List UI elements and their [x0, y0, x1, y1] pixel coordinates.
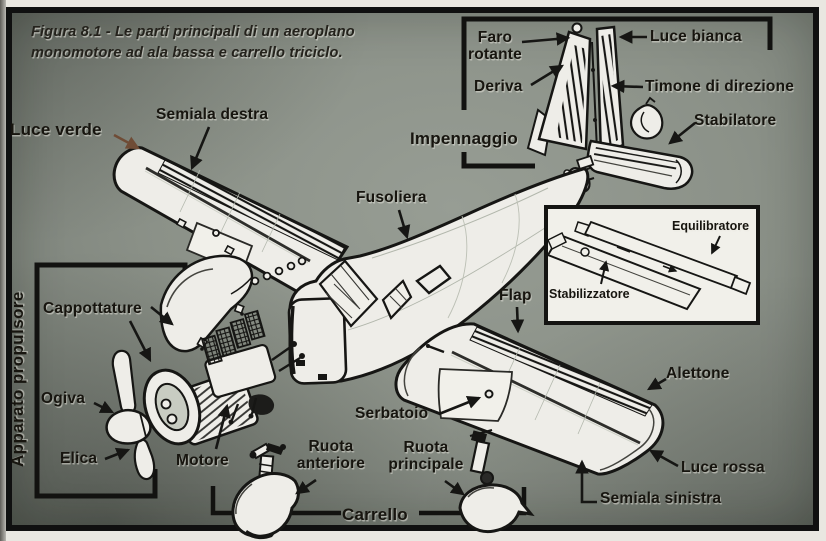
arrow-luce-rossa — [648, 449, 679, 468]
arrow-flap — [510, 306, 525, 334]
nose-wheel-fairing — [231, 472, 300, 538]
main-gear — [458, 428, 535, 534]
arrow-ruota-principale — [444, 479, 465, 496]
wing-root-lightening-holes — [250, 256, 307, 286]
label-semiala-sinistra: Semiala sinistra — [600, 490, 722, 507]
left-wing — [394, 322, 665, 476]
label-arrows — [93, 30, 721, 504]
rotating-beacon-faro — [571, 22, 583, 34]
label-equilibratore: Equilibratore — [672, 219, 750, 233]
arrow-timone — [610, 79, 644, 94]
arrow-luce-verde — [113, 133, 141, 150]
figure-caption-line2: monomotore ad ala bassa e carrello trici… — [31, 45, 343, 62]
arrow-motore — [214, 403, 231, 450]
label-carrello: Carrello — [342, 505, 408, 524]
label-luce-verde: Luce verde — [10, 120, 102, 139]
nose-firewall — [287, 297, 348, 385]
rear-window — [415, 264, 452, 295]
arrow-semiala-destra — [190, 126, 211, 171]
arrow-equilibratore — [711, 235, 721, 255]
label-elica: Elica — [60, 450, 98, 467]
bracket-impennaggio — [461, 16, 773, 169]
label-cappottature: Cappottature — [43, 300, 142, 317]
label-ruota-principale: Ruota principale — [388, 439, 464, 474]
label-flap: Flap — [499, 287, 532, 304]
nose-gear — [231, 442, 300, 540]
arrow-fusoliera — [397, 209, 411, 240]
label-stabilatore: Stabilatore — [694, 112, 777, 129]
bracket-arrow-semiala-sinistra — [575, 459, 597, 504]
arrow-ogiva — [93, 400, 115, 414]
arrow-cappottature-1 — [150, 305, 174, 326]
label-impennaggio: Impennaggio — [410, 129, 518, 148]
rudder-timone — [595, 25, 625, 157]
label-ruota-anteriore: Ruota anteriore — [296, 438, 366, 473]
stabilator — [586, 139, 694, 190]
spinner-ogiva — [105, 408, 152, 445]
arrow-alettone — [646, 377, 667, 391]
arrow-faro-rotante — [521, 32, 571, 46]
tail-fairing-piece — [630, 96, 664, 140]
label-stabilizzatore: Stabilizzatore — [549, 287, 630, 301]
label-luce-bianca: Luce bianca — [650, 28, 742, 45]
fuselage — [287, 167, 590, 385]
fuel-cap-dot — [484, 389, 494, 399]
label-ogiva: Ogiva — [41, 390, 86, 407]
main-wheel-fairing — [458, 483, 535, 534]
label-apparato-propulsore: Apparato propulsore — [8, 291, 27, 467]
arrow-cappottature-2 — [128, 320, 152, 363]
arrow-stabilizzatore — [598, 260, 610, 285]
label-deriva: Deriva — [474, 78, 523, 95]
figure-caption: Figura 8.1 - Le parti principali di un a… — [31, 22, 355, 64]
propeller-elica — [105, 349, 156, 481]
figure-caption-line1: Figura 8.1 - Le parti principali di un a… — [31, 24, 355, 40]
inset-box-stabilizer — [544, 205, 760, 325]
arrow-elica — [104, 447, 131, 461]
arrow-stabilatore — [668, 121, 696, 145]
vertical-fin-deriva — [526, 22, 592, 157]
label-motore: Motore — [176, 452, 229, 469]
arrow-deriva — [530, 64, 564, 87]
tank-cover-panel — [437, 368, 513, 422]
cowl-ring — [142, 368, 202, 446]
label-faro-rotante: Faro rotante — [468, 29, 522, 64]
windshield — [318, 259, 379, 328]
side-window — [381, 279, 413, 320]
label-semiala-destra: Semiala destra — [156, 106, 269, 123]
engine-motore — [142, 309, 305, 446]
arrow-serbatoio — [438, 395, 482, 416]
arrow-ruota-anteriore — [295, 478, 317, 495]
label-timone-di-direzione: Timone di direzione — [645, 78, 795, 95]
label-luce-rossa: Luce rossa — [681, 459, 765, 476]
label-fusoliera: Fusoliera — [356, 189, 427, 206]
tail-assembly — [526, 22, 694, 193]
label-serbatoio: Serbatoio — [355, 405, 429, 422]
label-alettone: Alettone — [666, 365, 730, 382]
